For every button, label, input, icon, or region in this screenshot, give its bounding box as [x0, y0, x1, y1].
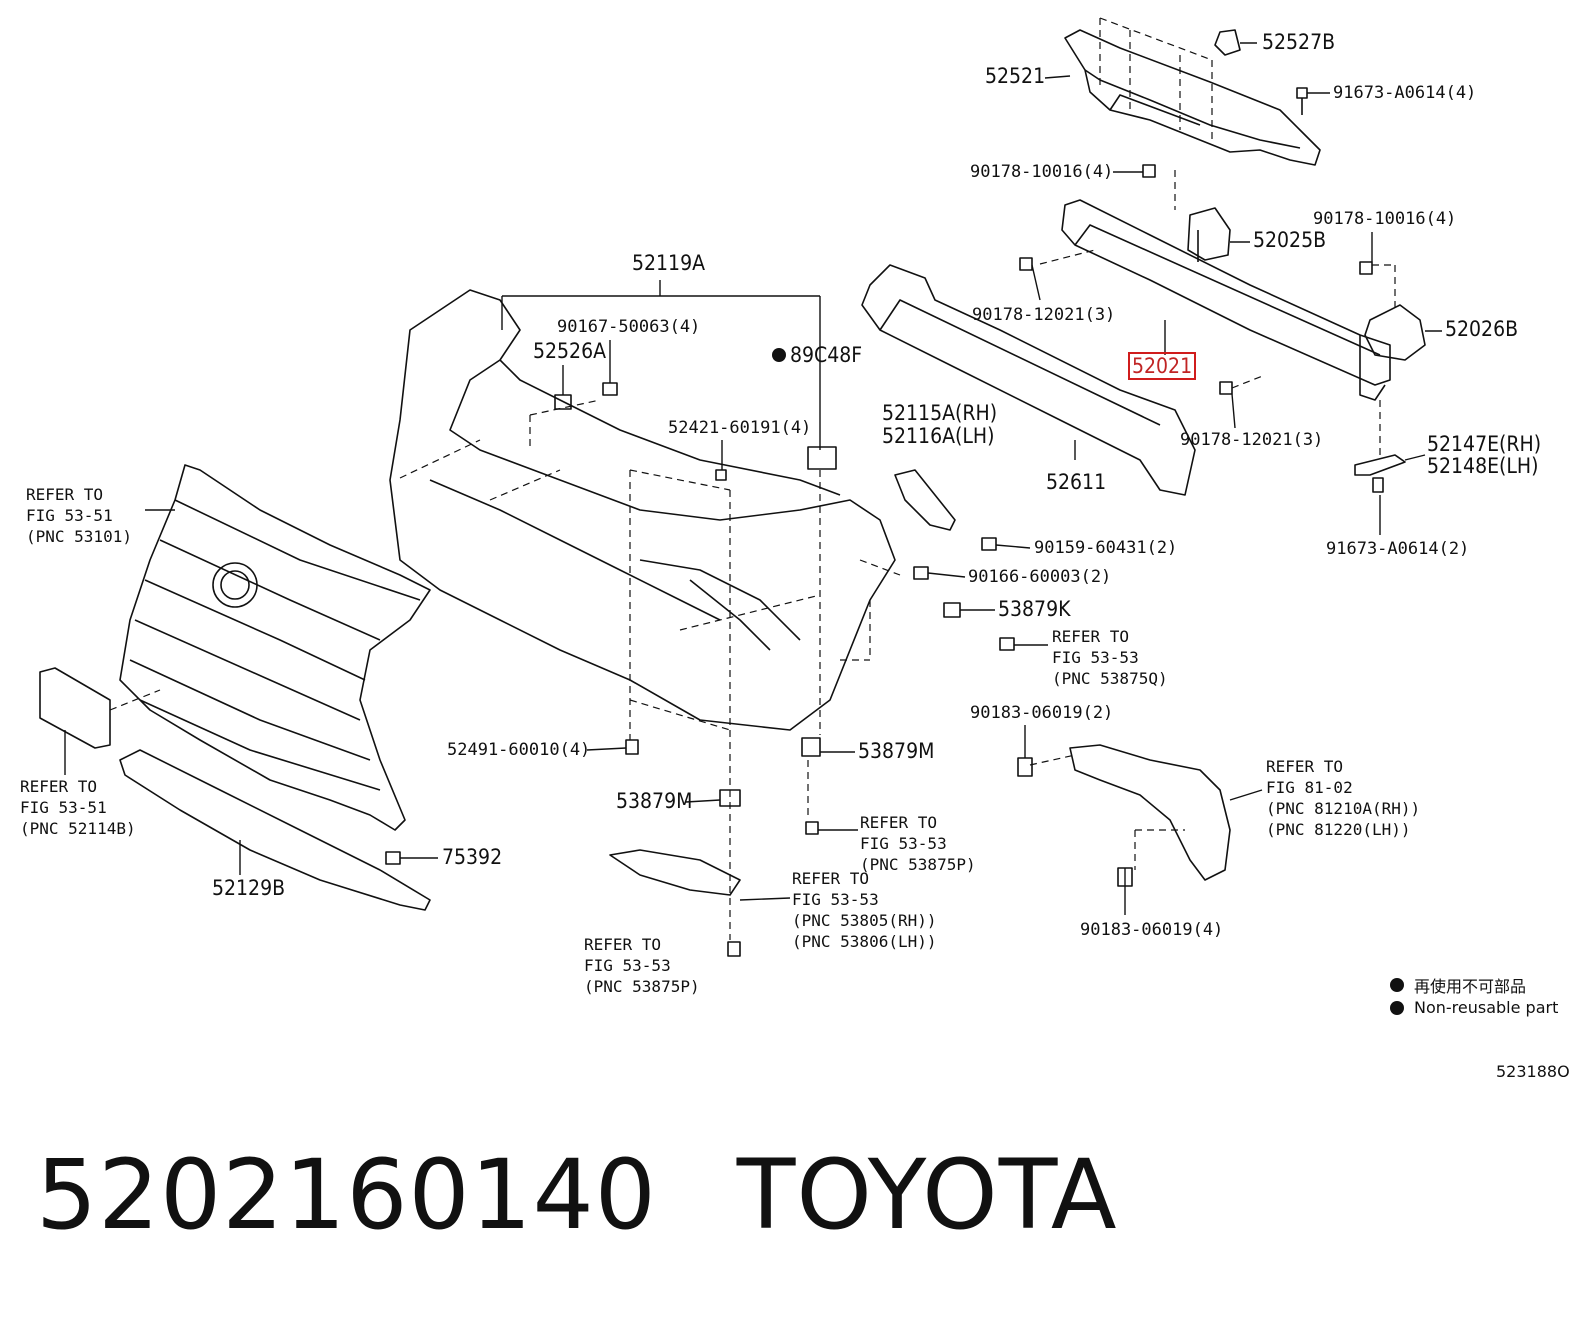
label-52421: 52421-60191(4): [668, 418, 812, 438]
refer-line: REFER TO: [20, 777, 98, 796]
legend-row-en: Non-reusable part: [1390, 998, 1558, 1017]
refer-to-53101: REFER TO FIG 53-51 (PNC 53101): [26, 484, 132, 547]
refer-line: (PNC 81210A(RH)): [1266, 799, 1421, 818]
refer-line: REFER TO: [584, 935, 662, 954]
refer-to-81210A: REFER TO FIG 81-02 (PNC 81210A(RH)) (PNC…: [1266, 756, 1420, 840]
label-52521: 52521: [985, 64, 1046, 88]
label-52026B: 52026B: [1445, 317, 1519, 341]
label-90178-12021-b: 90178-12021(3): [1180, 430, 1324, 450]
refer-line: (PNC 52114B): [20, 819, 136, 838]
refer-to-53805: REFER TO FIG 53-53 (PNC 53805(RH)) (PNC …: [792, 868, 937, 952]
bumper-parts-diagram: [39, 17, 1442, 957]
legend-jp-text: 再使用不可部品: [1414, 977, 1527, 996]
label-90178-12021-a: 90178-12021(3): [972, 305, 1116, 325]
label-90183-b: 90183-06019(4): [1080, 920, 1224, 940]
under-cover-53805-shape: [609, 849, 741, 896]
dashed-guides: [109, 17, 1396, 940]
grille-assembly-shape: [119, 464, 431, 831]
refer-line: (PNC 53875P): [860, 855, 976, 874]
label-89C48F-wrap: 89C48F: [772, 343, 863, 367]
refer-line: REFER TO: [26, 485, 104, 504]
leader-lines: [64, 42, 1442, 915]
footer-title: 5202160140 TOYOTA: [36, 1140, 1118, 1250]
refer-line: REFER TO: [1052, 627, 1130, 646]
refer-to-53875P-b: REFER TO FIG 53-53 (PNC 53875P): [584, 934, 700, 997]
legend-en-text: Non-reusable part: [1414, 998, 1559, 1017]
label-52119A: 52119A: [632, 251, 706, 275]
refer-line: (PNC 53806(LH)): [792, 932, 937, 951]
label-90159: 90159-60431(2): [1034, 538, 1178, 558]
part-52129B-shape: [119, 749, 431, 911]
non-reusable-dot: [1390, 978, 1404, 992]
label-90166: 90166-60003(2): [968, 567, 1112, 587]
label-53879K: 53879K: [998, 597, 1071, 621]
label-90167: 90167-50063(4): [557, 317, 701, 337]
part-52025B-shape: [1187, 207, 1231, 262]
label-52021[interactable]: 52021: [1128, 352, 1197, 380]
label-91673-bot: 91673-A0614(2): [1326, 539, 1470, 559]
label-52491: 52491-60010(4): [447, 740, 591, 760]
label-52148E: 52148E(LH): [1427, 454, 1539, 478]
label-52147E: 52147E(RH): [1427, 432, 1542, 456]
bolt-91673-top: [1296, 87, 1308, 115]
label-53879M-a: 53879M: [858, 739, 935, 763]
license-bracket-shape: [39, 667, 111, 749]
refer-line: (PNC 53101): [26, 527, 132, 546]
non-reusable-dot: [772, 348, 786, 362]
label-89C48F: 89C48F: [790, 343, 863, 367]
label-52025B: 52025B: [1253, 228, 1327, 252]
refer-line: FIG 53-51: [26, 506, 113, 525]
label-52116A: 52116A(LH): [882, 424, 995, 448]
refer-line: REFER TO: [860, 813, 938, 832]
part-52115A-shape: [894, 469, 956, 531]
refer-line: FIG 81-02: [1266, 778, 1353, 797]
refer-to-53875Q: REFER TO FIG 53-53 (PNC 53875Q): [1052, 626, 1168, 689]
part-52527B-shape: [1214, 29, 1241, 56]
fog-bracket-81210A-shape: [1069, 744, 1231, 881]
label-53879M-b: 53879M: [616, 789, 693, 813]
non-reusable-dot: [1390, 1000, 1404, 1015]
refer-to-52114B: REFER TO FIG 53-51 (PNC 52114B): [20, 776, 136, 839]
refer-line: (PNC 81220(LH)): [1266, 820, 1411, 839]
legend-row-jp: 再使用不可部品: [1390, 973, 1526, 997]
label-75392: 75392: [442, 845, 503, 869]
brand-name: TOYOTA: [736, 1139, 1118, 1251]
refer-line: FIG 53-53: [860, 834, 947, 853]
part-52147E-shape: [1354, 454, 1406, 476]
refer-line: (PNC 53875P): [584, 977, 700, 996]
label-52527B: 52527B: [1262, 30, 1336, 54]
label-52129B: 52129B: [212, 876, 286, 900]
label-52611: 52611: [1046, 470, 1107, 494]
label-52021-highlight[interactable]: 52021: [1128, 352, 1197, 380]
refer-line: FIG 53-53: [1052, 648, 1139, 667]
part-52021-shape: [1061, 199, 1391, 401]
label-90183-a: 90183-06019(2): [970, 703, 1114, 723]
label-91673-top: 91673-A0614(4): [1333, 83, 1477, 103]
label-90178-10016-a: 90178-10016(4): [970, 162, 1114, 182]
part-number: 5202160140: [36, 1139, 657, 1251]
label-90178-10016-b: 90178-10016(4): [1313, 209, 1457, 229]
refer-line: REFER TO: [1266, 757, 1344, 776]
refer-line: REFER TO: [792, 869, 870, 888]
refer-line: (PNC 53805(RH)): [792, 911, 937, 930]
label-52526A: 52526A: [533, 339, 607, 363]
part-52611-shape: [861, 264, 1196, 496]
refer-line: (PNC 53875Q): [1052, 669, 1168, 688]
refer-line: FIG 53-53: [792, 890, 879, 909]
refer-line: FIG 53-51: [20, 798, 107, 817]
refer-line: FIG 53-53: [584, 956, 671, 975]
part-52026B-shape: [1364, 304, 1426, 361]
refer-to-53875P-a: REFER TO FIG 53-53 (PNC 53875P): [860, 812, 976, 875]
part-52119A-shape: [389, 289, 896, 731]
diagram-code: 523188O: [1496, 1062, 1570, 1081]
label-52115A: 52115A(RH): [882, 401, 998, 425]
